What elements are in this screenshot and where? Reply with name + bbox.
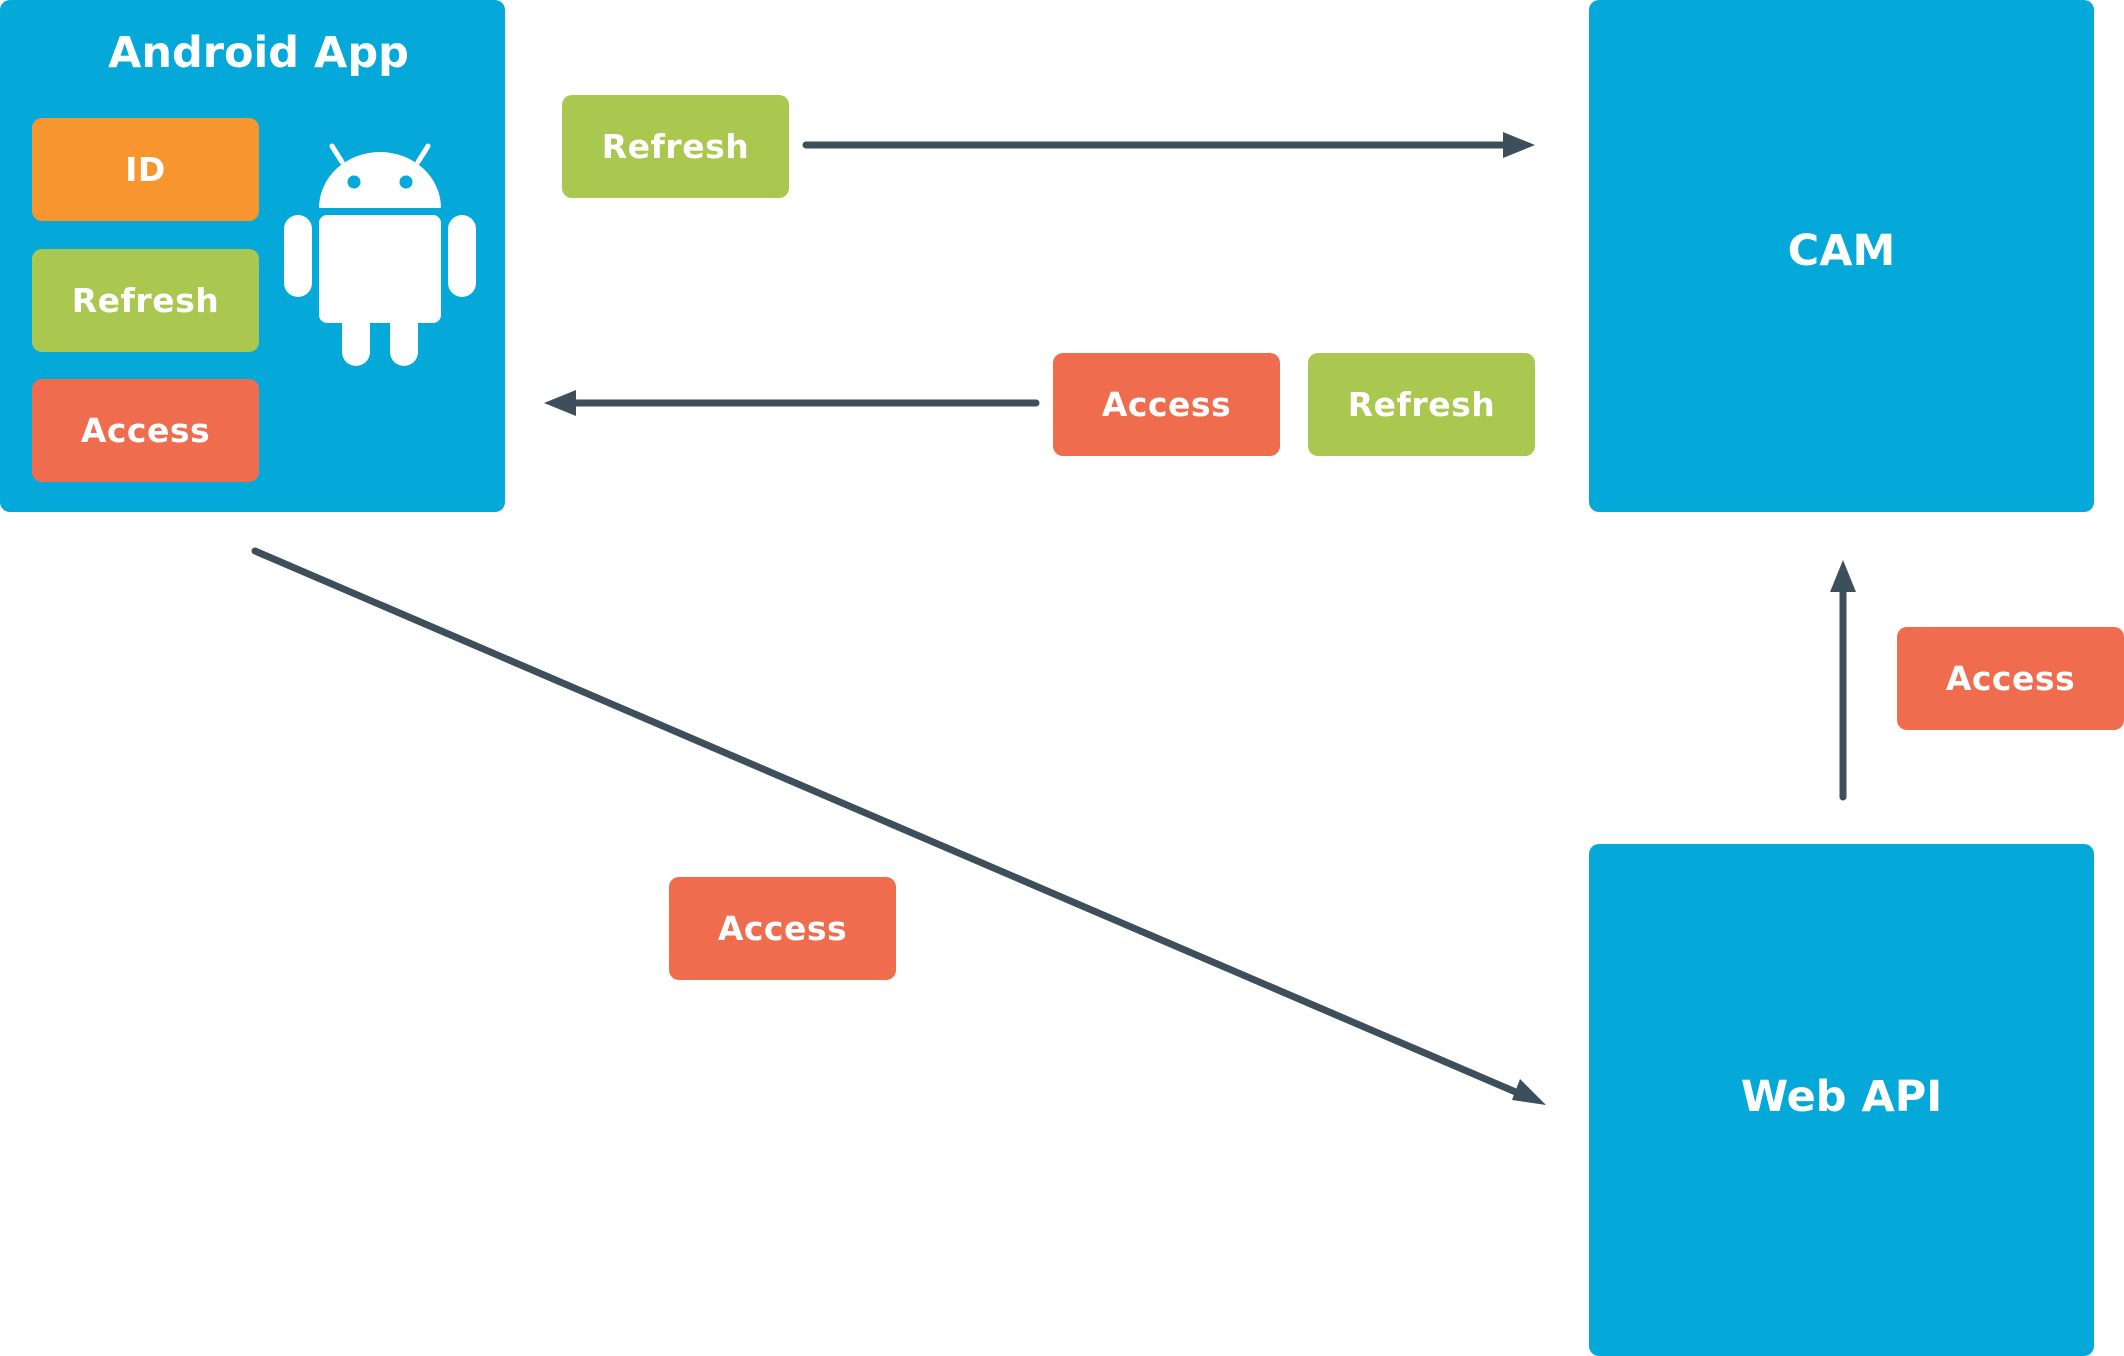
arrow-webapi-to-cam (1830, 560, 1856, 801)
arrow-app-to-cam (802, 132, 1535, 158)
id-token-chip: ID (32, 118, 259, 221)
access-token-to-webapi: Access (669, 877, 896, 980)
web-api-box: Web API (1589, 844, 2094, 1356)
access-token-to-cam: Access (1897, 627, 2124, 730)
android-robot-icon (284, 143, 476, 366)
android-app-box: Android App ID Refresh Access (0, 0, 505, 512)
refresh-token-from-cam: Refresh (1308, 353, 1535, 456)
access-token-from-cam: Access (1053, 353, 1280, 456)
web-api-title: Web API (1740, 1072, 1943, 1122)
cam-box: CAM (1589, 0, 2094, 512)
refresh-token-chip: Refresh (32, 249, 259, 352)
arrow-cam-to-app (544, 390, 1040, 416)
refresh-token-to-cam: Refresh (562, 95, 789, 198)
cam-title: CAM (1787, 226, 1896, 276)
android-app-title: Android App (108, 28, 409, 78)
arrow-app-to-webapi (251, 547, 1546, 1105)
access-token-chip: Access (32, 379, 259, 482)
